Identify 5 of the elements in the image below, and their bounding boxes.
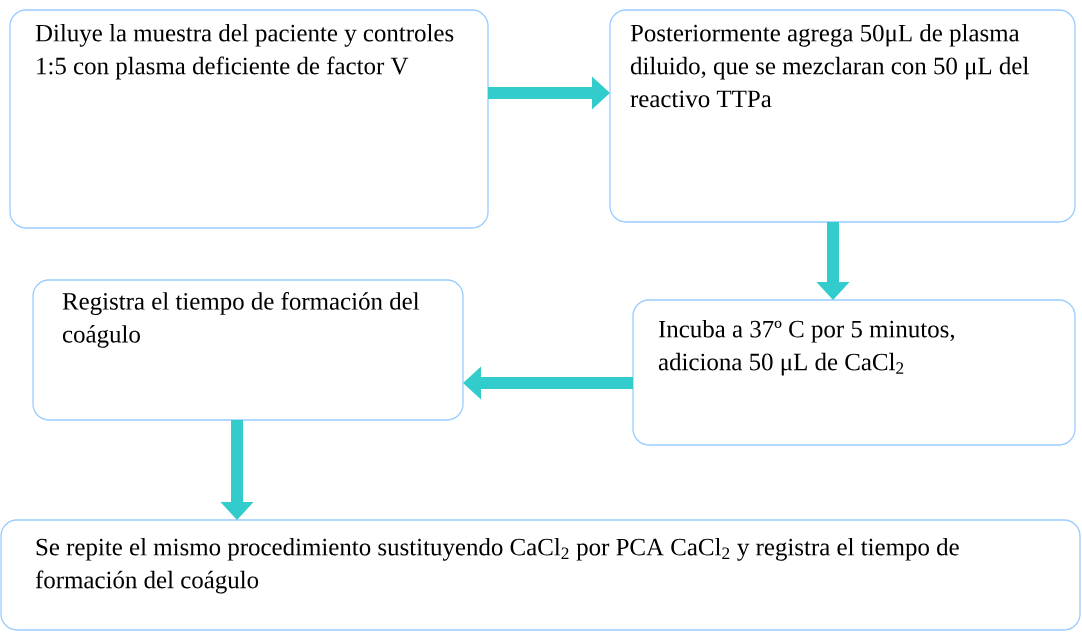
process-box: Incuba a 37º C por 5 minutos, adiciona 50 μL de CaCl$_{2}$ <box>632 299 1076 446</box>
process-box: Registra el tiempo de formación del coágulo <box>32 279 464 421</box>
process-box: Diluye la muestra del paciente y controles 1:5 con plasma deficiente de factor V <box>9 9 489 229</box>
process-box: Se repite el mismo procedimiento sustituyendo CaCl$_{2}$ por PCA CaCl$_{2}$ y registra el tiempo de formación del coágulo <box>0 519 1081 631</box>
process-box: Posteriormente agrega 50μL de plasma diluido, que se mezclaran con 50 μL del reactivo TTPa <box>609 9 1076 223</box>
